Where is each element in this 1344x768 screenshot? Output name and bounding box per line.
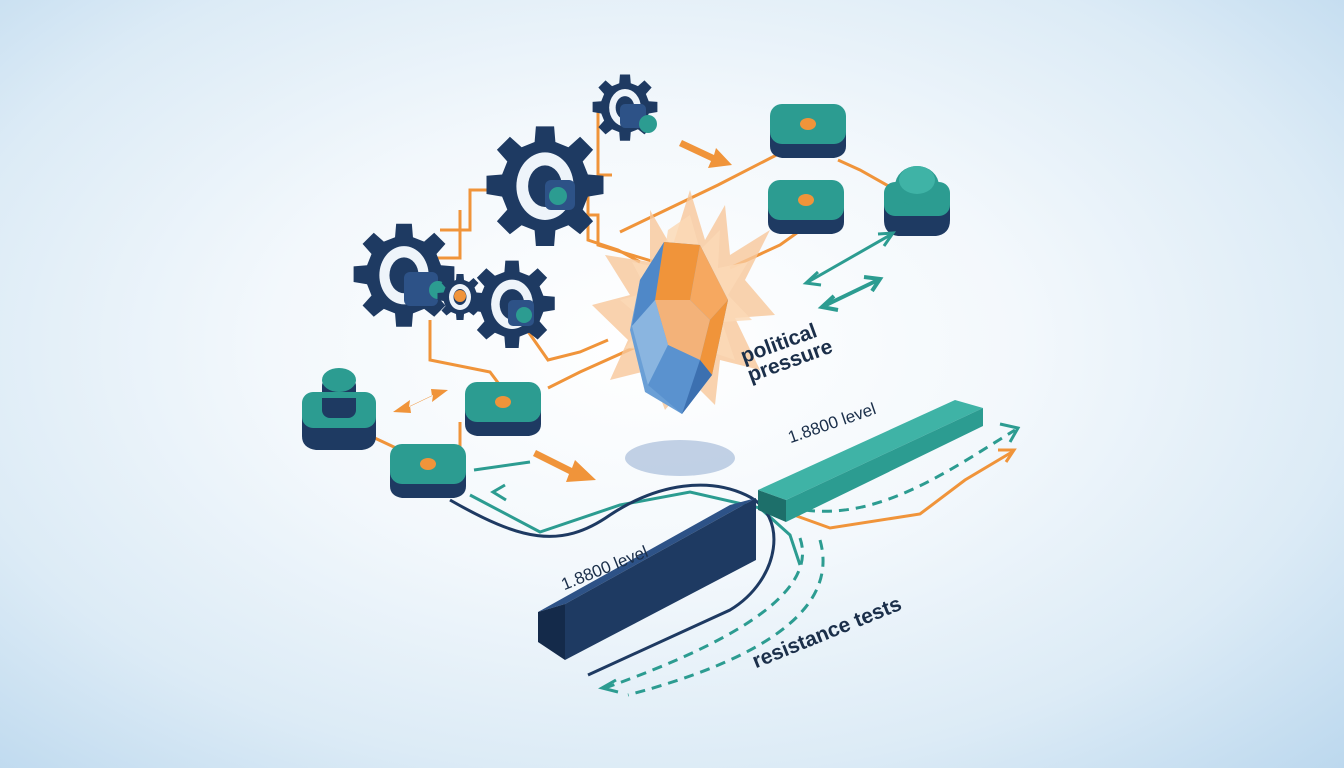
arrow-icon [598,678,619,694]
arrow-icon [999,422,1021,443]
server-node-icon [390,444,466,498]
server-node-icon [302,368,376,450]
server-node-icon [884,166,950,236]
gear-icon [469,260,555,348]
arrow-icon [679,140,732,168]
gem-icon [630,242,728,414]
gem-shadow [625,440,735,476]
double-arrow-icon [817,275,884,312]
gear-icon [592,74,658,141]
teal-connectors [469,460,802,566]
resistance-bar-left [538,498,756,660]
arrow-icon [490,483,507,502]
double-arrow-icon [802,231,897,287]
gear-icon [486,126,604,246]
server-node-icon [770,104,846,158]
flow-line-navy [449,483,776,677]
double-arrow-icon [393,389,448,413]
arrow-icon [998,448,1017,463]
dashed-arrows [604,428,1016,697]
gear-icon [353,223,455,327]
arrow-icon [533,450,596,482]
server-node-icon [465,382,541,436]
server-node-icon [768,180,844,234]
gear-icon [437,274,483,320]
resistance-bar-right [758,400,983,522]
